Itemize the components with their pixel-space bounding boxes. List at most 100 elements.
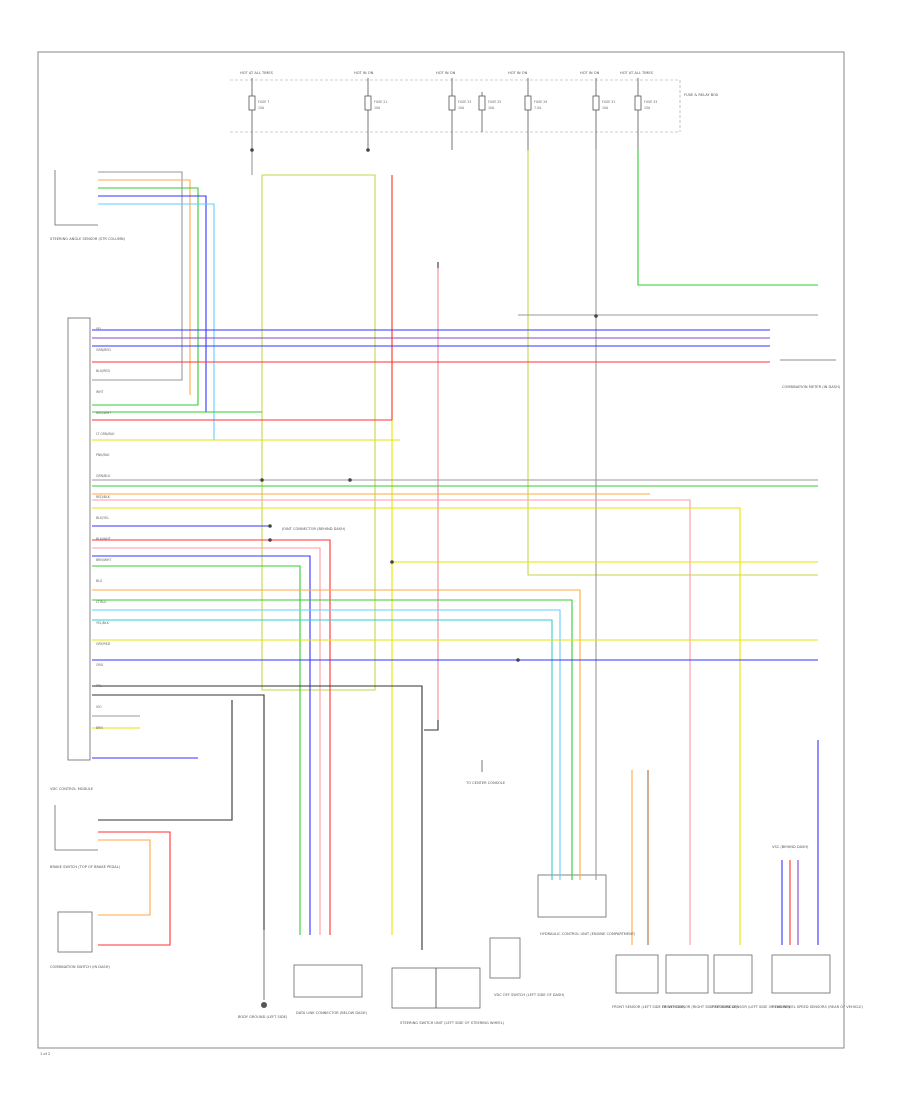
data-link-connector: DATA LINK CONNECTOR (BELOW DASH) xyxy=(293,964,367,1015)
wire-harness-loop xyxy=(261,174,376,691)
rear-wheel-speed-sensors: REAR WHEEL SPEED SENSORS (REAR OF VEHICL… xyxy=(771,954,864,1009)
fuse-29: HOT IN ON FUSE 29 7.5A xyxy=(508,71,547,150)
fuse-7-name: FUSE 7 xyxy=(258,100,269,104)
joint-connector-label: JOINT CONNECTOR (BEHIND DASH) xyxy=(281,527,346,531)
combination-switch: COMBINATION SWITCH (IN DASH) xyxy=(50,911,110,969)
fuse-25: FUSE 25 10A xyxy=(478,92,501,132)
splice-dot-1 xyxy=(348,478,352,482)
front-sensor-left: FRONT SENSOR (LEFT SIDE OF VEHICLE) xyxy=(612,954,685,1009)
vdc-control-module-label: VDC CONTROL MODULE xyxy=(50,787,94,791)
steering-switch-unit: STEERING SWITCH UNIT (LEFT SIDE OF STEER… xyxy=(391,967,505,1025)
fuse-31: HOT IN ON FUSE 31 10A xyxy=(580,71,615,150)
splice-dot-8 xyxy=(366,148,370,152)
wire-label-blk-wht: BLK/WHT xyxy=(96,537,111,541)
fuse-group: HOT AT ALL TIMES FUSE 7 15A HOT IN ON FU… xyxy=(240,71,657,150)
fuse-23-amps: 10A xyxy=(458,106,465,110)
front-sensor-right: FRONT SENSOR (RIGHT SIDE OF VEHICLE) xyxy=(662,954,738,1009)
fuse-21-top: HOT IN ON xyxy=(354,71,374,75)
center-console-label: TO CENTER CONSOLE xyxy=(465,781,506,785)
steering-angle-sensor-label: STEERING ANGLE SENSOR (STR COLUMN) xyxy=(50,237,126,241)
wire-label-pnk-blk: PNK/BLK xyxy=(96,453,110,457)
center-console-note: TO CENTER CONSOLE xyxy=(465,760,506,785)
fuse-31-top: HOT IN ON xyxy=(580,71,600,75)
wire-label-vio: VIO xyxy=(96,705,102,709)
fuse-7-top: HOT AT ALL TIMES xyxy=(240,71,274,75)
wire-label-red-wht: RED/WHT xyxy=(96,411,111,415)
wire-pink-line xyxy=(92,499,691,945)
wire-label-red-blk: RED/BLK xyxy=(96,495,111,499)
data-link-connector-label: DATA LINK CONNECTOR (BELOW DASH) xyxy=(296,1011,367,1015)
fuse-23-top: HOT IN ON xyxy=(436,71,456,75)
rear-wheel-speed-sensors-label: REAR WHEEL SPEED SENSORS (REAR OF VEHICL… xyxy=(772,1005,864,1009)
wire-cyan-hcu xyxy=(92,619,553,880)
wire-lightblue-hcu xyxy=(92,609,561,880)
vsc-unit: VSC (BEHIND DASH) xyxy=(772,845,809,849)
splice-dot-0 xyxy=(260,478,264,482)
combination-meter: COMBINATION METER (IN DASH) xyxy=(780,359,841,389)
wire-label-ppl: PPL xyxy=(96,684,102,688)
fuse-33-name: FUSE 33 xyxy=(644,100,657,104)
wire-green-dlc xyxy=(92,565,301,935)
wire-brake-orange xyxy=(98,839,151,916)
brake-switch: BRAKE SWITCH (TOP OF BRAKE PEDAL) xyxy=(50,805,121,869)
wire-label-gry-red: GRY/RED xyxy=(96,642,111,646)
hydraulic-control-unit: HYDRAULIC CONTROL UNIT (ENGINE COMPARTME… xyxy=(537,874,636,936)
fuse-block: FUSE & RELAY BOX xyxy=(230,79,719,133)
yaw-rate-sensor-label: VDC OFF SWITCH (LEFT SIDE OF DASH) xyxy=(494,993,565,997)
wire-yellow-long xyxy=(92,507,741,945)
ground-g101: BODY GROUND (LEFT SIDE) xyxy=(238,930,288,1019)
fuse-29-top: HOT IN ON xyxy=(508,71,528,75)
footer-code: 1 of 2 xyxy=(40,1052,50,1056)
wire-fuse-33-feed xyxy=(637,150,818,286)
fuse-7-amps: 15A xyxy=(258,106,265,110)
wire-label-lt-blu: LT BLU xyxy=(96,600,107,604)
combination-meter-label: COMBINATION METER (IN DASH) xyxy=(782,385,841,389)
wire-label-blu-red: BLU/RED xyxy=(96,369,110,373)
brake-switch-label: BRAKE SWITCH (TOP OF BRAKE PEDAL) xyxy=(50,865,121,869)
wire-green-hcu xyxy=(92,599,573,880)
fuse-21: HOT IN ON FUSE 21 10A xyxy=(354,71,387,150)
fuse-31-name: FUSE 31 xyxy=(602,100,615,104)
wire-pink-dlc xyxy=(92,547,321,935)
steering-switch-unit-label: STEERING SWITCH UNIT (LEFT SIDE OF STEER… xyxy=(400,1021,505,1025)
yaw-rate-sensor: VDC OFF SWITCH (LEFT SIDE OF DASH) xyxy=(489,937,565,997)
splice-dot-3 xyxy=(594,314,598,318)
diagram-frame xyxy=(37,51,845,1049)
wire-dark-steer xyxy=(92,685,423,950)
wire-ground-feed xyxy=(92,694,265,930)
fuse-21-amps: 10A xyxy=(374,106,381,110)
wire-label-yel: YEL xyxy=(96,327,102,331)
wire-label-lt-grn-blk: LT GRN/BLK xyxy=(96,432,115,436)
wire-sensor-wire-3 xyxy=(92,187,199,406)
fuse-25-amps: 10A xyxy=(488,106,495,110)
fuse-29-name: FUSE 29 xyxy=(534,100,547,104)
ground-g101-label: BODY GROUND (LEFT SIDE) xyxy=(238,1015,288,1019)
pressure-sensor-label: PRESSURE SENSOR (LEFT SIDE OF ENGINE) xyxy=(712,1005,790,1009)
vsc-unit-label: VSC (BEHIND DASH) xyxy=(772,845,809,849)
wire-label-brn: BRN xyxy=(96,726,103,730)
wire-label-grn-blk: GRN/BLK xyxy=(96,474,111,478)
wire-label-blu: BLU xyxy=(96,579,103,583)
fuse-33-top: HOT AT ALL TIMES xyxy=(620,71,654,75)
fuse-33-amps: 15A xyxy=(644,106,651,110)
combination-switch-label: COMBINATION SWITCH (IN DASH) xyxy=(50,965,110,969)
footer: 1 of 2 xyxy=(40,1052,50,1056)
fuse-7: HOT AT ALL TIMES FUSE 7 15A xyxy=(240,71,274,150)
fuse-29-amps: 7.5A xyxy=(534,106,542,110)
vdc-control-module: VDC CONTROL MODULE xyxy=(50,317,94,791)
fuse-block-label: FUSE & RELAY BOX xyxy=(684,93,719,97)
fuse-25-name: FUSE 25 xyxy=(488,100,501,104)
front-sensor-left-label: FRONT SENSOR (LEFT SIDE OF VEHICLE) xyxy=(612,1005,685,1009)
splice-dot-6 xyxy=(268,538,272,542)
wire-orange-hcu xyxy=(92,589,581,880)
hydraulic-control-unit-label: HYDRAULIC CONTROL UNIT (ENGINE COMPARTME… xyxy=(540,932,636,936)
wire-sensor-wire-1 xyxy=(92,171,183,381)
wire-label-wht: WHT xyxy=(96,390,104,394)
wire-sensor-wire-5 xyxy=(98,203,215,440)
pressure-sensor: PRESSURE SENSOR (LEFT SIDE OF ENGINE) xyxy=(712,954,790,1009)
splice-dot-2 xyxy=(390,560,394,564)
fuse-23-name: FUSE 23 xyxy=(458,100,471,104)
splice-dot-4 xyxy=(516,658,520,662)
